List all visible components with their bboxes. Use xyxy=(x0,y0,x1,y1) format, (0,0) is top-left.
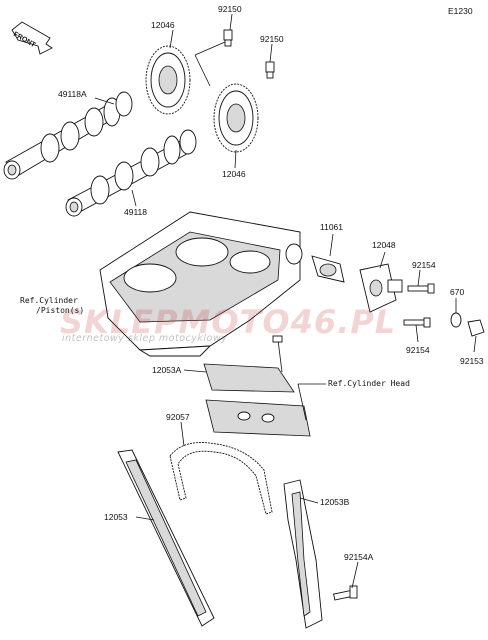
tensioner-guide-12053b xyxy=(283,479,323,629)
label-12046-top: 12046 xyxy=(151,20,175,30)
front-arrow-icon xyxy=(11,21,53,55)
bolt-92154-top xyxy=(407,283,435,294)
label-49118a: 49118A xyxy=(58,89,87,99)
label-12053: 12053 xyxy=(104,512,128,522)
sprocket-12046-top xyxy=(145,45,191,115)
bolt-92154a xyxy=(333,585,358,601)
camshaft-49118 xyxy=(65,129,197,217)
guide-lower-piece xyxy=(205,399,311,437)
label-ref-pistons: /Piston(s) xyxy=(36,306,85,315)
gasket-11061 xyxy=(311,255,345,283)
label-92150-top: 92150 xyxy=(218,4,242,14)
watermark-tagline: internetowy sklep motocyklowy xyxy=(62,333,228,344)
label-ref-cylinder: Ref.Cylinder xyxy=(20,296,78,305)
camshaft-49118a xyxy=(3,91,133,180)
label-12053a: 12053A xyxy=(152,365,182,375)
tensioner-12048 xyxy=(359,263,403,313)
label-92150-mid: 92150 xyxy=(260,34,284,44)
bolt-92154-bottom xyxy=(403,317,431,328)
label-ref-cylinder-head: Ref.Cylinder Head xyxy=(328,379,410,388)
label-92154a: 92154A xyxy=(344,552,374,562)
cam-chain-92057 xyxy=(169,442,273,515)
label-670: 670 xyxy=(450,287,465,297)
label-92057: 92057 xyxy=(166,412,190,422)
watermark-brand: SKLEPMOTO46.PL xyxy=(60,303,397,341)
guide-12053a xyxy=(203,335,295,393)
chain-guide-12053 xyxy=(117,449,215,627)
label-11061: 11061 xyxy=(320,222,344,232)
bolt-92150-mid xyxy=(265,61,275,79)
label-92154-bottom: 92154 xyxy=(406,345,430,355)
cap-bolt-92153 xyxy=(467,319,485,337)
bolt-92150-top xyxy=(223,29,233,47)
label-12046-bottom: 12046 xyxy=(222,169,246,179)
leader-lines xyxy=(94,13,477,589)
label-12053b: 12053B xyxy=(320,497,350,507)
sprocket-12046-bottom xyxy=(213,83,259,153)
diagram-code: E1230 xyxy=(448,6,473,16)
o-ring-670 xyxy=(450,312,462,328)
label-49118: 49118 xyxy=(124,207,148,217)
label-92153: 92153 xyxy=(460,356,484,366)
label-92154-top: 92154 xyxy=(412,260,436,270)
label-12048: 12048 xyxy=(372,240,396,250)
cylinder-head-block xyxy=(99,211,303,357)
